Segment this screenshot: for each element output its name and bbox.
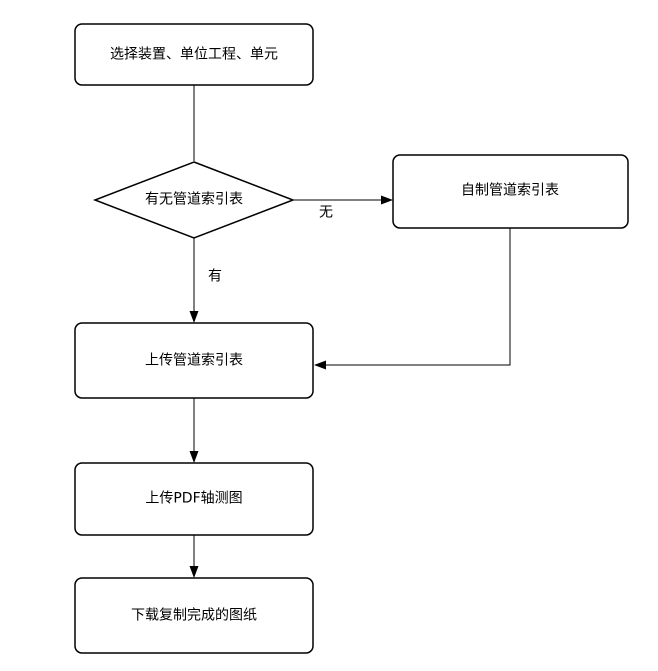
node-upload-pdf-label: 上传PDF轴测图 [145,490,243,507]
node-download-label: 下载复制完成的图纸 [131,607,257,624]
node-download-box [74,577,314,654]
node-select-label: 选择装置、单位工程、单元 [110,46,278,63]
edge-label-no: 无 [319,204,333,221]
node-self-made-label: 自制管道索引表 [461,182,559,199]
node-upload-index-label: 上传管道索引表 [145,352,243,369]
edge-self-made-to-upload-index [314,228,511,370]
edge-label-yes: 有 [208,268,222,285]
node-decision-label: 有无管道索引表 [145,191,243,208]
